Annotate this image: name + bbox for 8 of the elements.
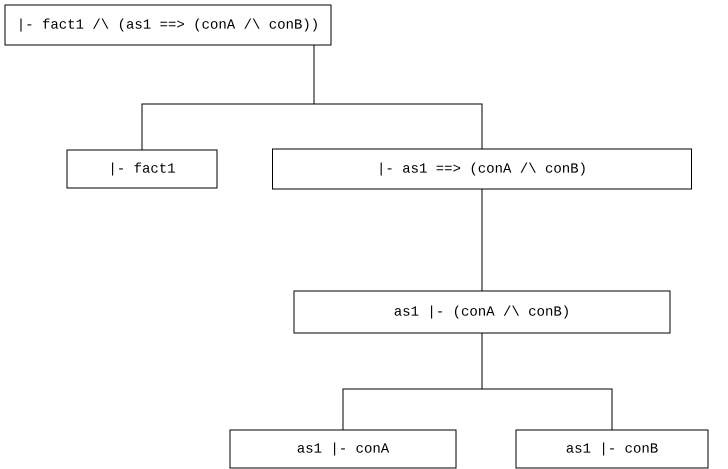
proof-box: as1 |- (conA /\ conB) [294,290,670,334]
tree-line [314,45,482,149]
proof-box: as1 |- conB [516,430,708,468]
proof-box: |- as1 ==> (conA /\ conB) [272,148,692,190]
proof-box: |- fact1 /\ (as1 ==> (conA /\ conB)) [4,4,332,46]
proof-box: |- fact1 [66,150,218,188]
proof-box: as1 |- conA [230,430,456,468]
tree-line [482,333,612,430]
